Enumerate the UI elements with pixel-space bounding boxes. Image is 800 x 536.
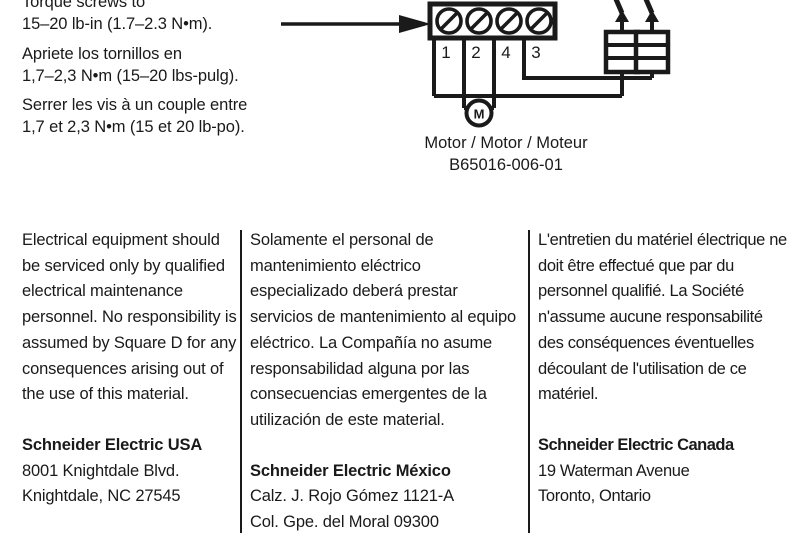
element-symbol-right bbox=[633, 0, 671, 78]
address-block-french: Schneider Electric Canada 19 Waterman Av… bbox=[538, 433, 788, 510]
element-symbol-left bbox=[603, 0, 641, 96]
motor-wiring-diagram: M bbox=[400, 0, 800, 190]
company-name: Schneider Electric USA bbox=[22, 435, 203, 454]
notice-column-spanish: Solamente el personal de mantenimiento e… bbox=[250, 228, 520, 533]
callout-arrow-icon bbox=[281, 14, 431, 34]
notice-body-spanish: Solamente el personal de mantenimiento e… bbox=[250, 231, 517, 429]
notice-body-english: Electrical equipment should be serviced … bbox=[22, 231, 237, 404]
address-line: 19 Waterman Avenue bbox=[538, 461, 690, 480]
company-name: Schneider Electric México bbox=[250, 461, 451, 480]
terminal-screws bbox=[435, 7, 553, 35]
motor-symbol: M bbox=[464, 98, 494, 128]
motor-caption-part-number: B65016-006-01 bbox=[449, 156, 563, 174]
address-line: Calz. J. Rojo Gómez 1121-A bbox=[250, 487, 454, 506]
torque-note-block: Torque screws to 15–20 lb-in (1.7–2.3 N•… bbox=[22, 0, 352, 145]
svg-text:M: M bbox=[474, 107, 485, 122]
address-line: 8001 Knightdale Blvd. bbox=[22, 461, 180, 480]
motor-caption-title: Motor / Motor / Moteur bbox=[424, 134, 588, 152]
address-line: Knightdale, NC 27545 bbox=[22, 487, 181, 506]
terminal-label-1: 1 bbox=[441, 43, 450, 62]
motor-caption: Motor / Motor / Moteur B65016-006-01 bbox=[366, 132, 646, 176]
terminal-label-2: 2 bbox=[471, 43, 480, 62]
address-line: Toronto, Ontario bbox=[538, 487, 651, 506]
terminal-label-3: 3 bbox=[531, 43, 540, 62]
notice-column-french: L'entretien du matériel électrique ne do… bbox=[538, 228, 788, 533]
terminal-number-labels: 1 2 4 3 bbox=[441, 43, 540, 62]
notice-column-english: Electrical equipment should be serviced … bbox=[22, 228, 240, 533]
trilingual-notice-section: Electrical equipment should be serviced … bbox=[0, 228, 800, 533]
address-line: Col. Gpe. del Moral 09300 bbox=[250, 513, 439, 532]
address-block-spanish: Schneider Electric México Calz. J. Rojo … bbox=[250, 459, 520, 536]
company-name: Schneider Electric Canada bbox=[538, 435, 734, 454]
torque-note-french: Serrer les vis à un couple entre 1,7 et … bbox=[22, 96, 248, 136]
notice-body-french: L'entretien du matériel électrique ne do… bbox=[538, 231, 787, 404]
terminal-label-4: 4 bbox=[501, 43, 510, 62]
torque-note-english: Torque screws to 15–20 lb-in (1.7–2.3 N•… bbox=[22, 0, 213, 33]
address-block-english: Schneider Electric USA 8001 Knightdale B… bbox=[22, 433, 240, 510]
wiring-instruction-section: Torque screws to 15–20 lb-in (1.7–2.3 N•… bbox=[0, 0, 800, 190]
column-divider bbox=[528, 230, 530, 533]
column-divider bbox=[240, 230, 242, 533]
torque-note-spanish: Apriete los tornillos en 1,7–2,3 N•m (15… bbox=[22, 45, 239, 85]
